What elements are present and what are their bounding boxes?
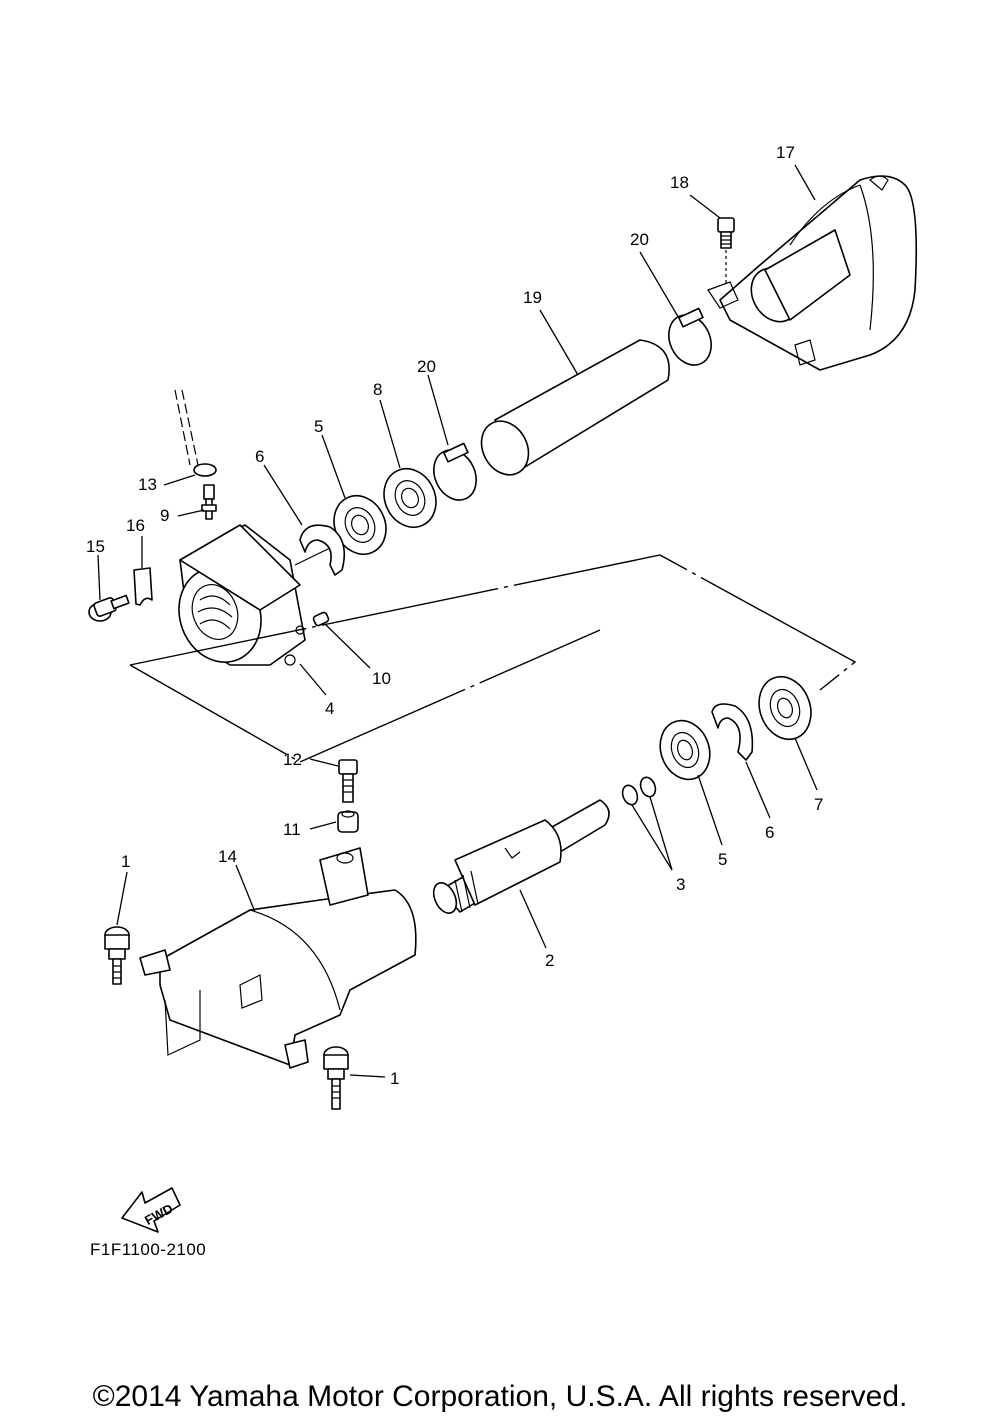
callout-6-upper: 6 <box>255 447 264 466</box>
callout-5-upper: 5 <box>314 417 323 436</box>
callout-17: 17 <box>776 143 795 162</box>
part-6-circlip-lower <box>711 703 754 761</box>
part-5-bearing-upper <box>333 495 387 555</box>
callout-16: 16 <box>126 516 145 535</box>
callout-20-upper: 20 <box>630 230 649 249</box>
callout-15: 15 <box>86 537 105 556</box>
part-20-hose-clamp-upper <box>668 307 712 366</box>
callout-18: 18 <box>670 173 689 192</box>
part-8-bearing <box>383 468 437 528</box>
part-5-bearing-lower <box>659 719 711 781</box>
callout-19: 19 <box>523 288 542 307</box>
callout-1-lower: 1 <box>390 1069 399 1088</box>
callout-14: 14 <box>218 847 237 866</box>
callout-20-lower: 20 <box>417 357 436 376</box>
part-20-hose-clamp-lower <box>433 442 477 501</box>
callout-labels: 17 18 20 19 20 8 5 6 13 9 16 15 10 4 12 … <box>86 143 823 1088</box>
copyright-notice: ©2014 Yamaha Motor Corporation, U.S.A. A… <box>92 1380 908 1413</box>
callout-13: 13 <box>138 475 157 494</box>
callout-11: 11 <box>283 820 301 839</box>
callout-6-lower: 6 <box>765 823 774 842</box>
part-15-bolt <box>88 594 130 622</box>
part-16-plate <box>133 567 153 606</box>
callout-8: 8 <box>373 380 382 399</box>
assembly-group-outline <box>129 554 857 691</box>
callout-2: 2 <box>545 951 554 970</box>
part-10-dowel-pin <box>312 611 330 627</box>
part-6-circlip-upper <box>294 524 346 576</box>
part-2-drive-shaft <box>432 799 610 914</box>
part-13-clip <box>174 389 217 477</box>
leader-lines <box>97 164 818 1078</box>
part-11-collar <box>337 810 359 833</box>
figure-code: F1F1100-2100 <box>90 1240 206 1259</box>
callout-10: 10 <box>372 669 391 688</box>
callout-9: 9 <box>160 506 169 525</box>
part-18-bolt <box>717 217 735 285</box>
fwd-arrow-icon: FWD <box>121 1187 181 1233</box>
part-3-o-rings <box>621 776 657 806</box>
part-1-bolt-lower <box>323 1046 349 1110</box>
part-14-intermediate-housing <box>139 847 417 1069</box>
callout-4: 4 <box>325 699 334 718</box>
part-1-bolt-upper <box>104 926 130 985</box>
part-7-bearing <box>758 675 812 741</box>
part-4-bearing-housing <box>178 524 306 666</box>
part-17-nozzle-housing <box>707 175 918 371</box>
callout-7: 7 <box>814 795 823 814</box>
part-12-bolt <box>338 759 358 803</box>
callout-12: 12 <box>283 750 302 769</box>
part-19-hose <box>480 339 670 476</box>
callout-5-lower: 5 <box>718 850 727 869</box>
part-9-fitting <box>201 484 217 520</box>
callout-1-upper: 1 <box>121 852 130 871</box>
callout-3: 3 <box>676 875 685 894</box>
